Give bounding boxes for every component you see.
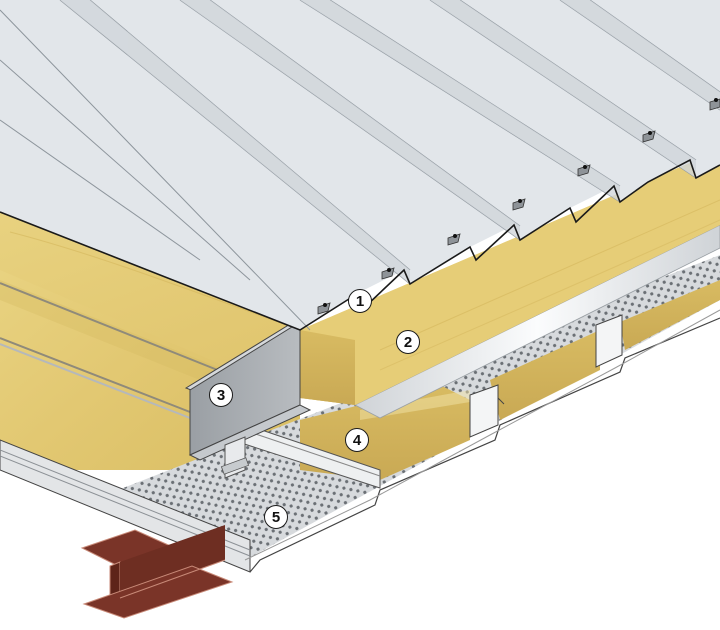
callout-1-outer-sheet: 1: [348, 289, 372, 313]
fixing-icon: [317, 302, 331, 315]
callout-4-lower-insulation: 4: [345, 428, 369, 452]
fixing-icon: [577, 164, 591, 177]
profiled-outer-sheet: [0, 0, 720, 331]
fixing-icon: [512, 198, 526, 211]
spacer-rail-1: [469, 384, 505, 438]
callout-5-perforated-liner: 5: [264, 505, 288, 529]
steel-i-beam: [80, 525, 234, 619]
fixing-icon: [642, 130, 656, 143]
spacer-rail-2: [595, 314, 623, 368]
z-spacer: [184, 317, 312, 479]
sheet-fixings: [317, 98, 720, 315]
fixing-icon: [381, 267, 395, 280]
callout-3-z-spacer: 3: [209, 383, 233, 407]
fixing-icon: [447, 233, 461, 246]
callout-2-upper-insulation: 2: [396, 330, 420, 354]
fixing-icon: [709, 98, 720, 111]
